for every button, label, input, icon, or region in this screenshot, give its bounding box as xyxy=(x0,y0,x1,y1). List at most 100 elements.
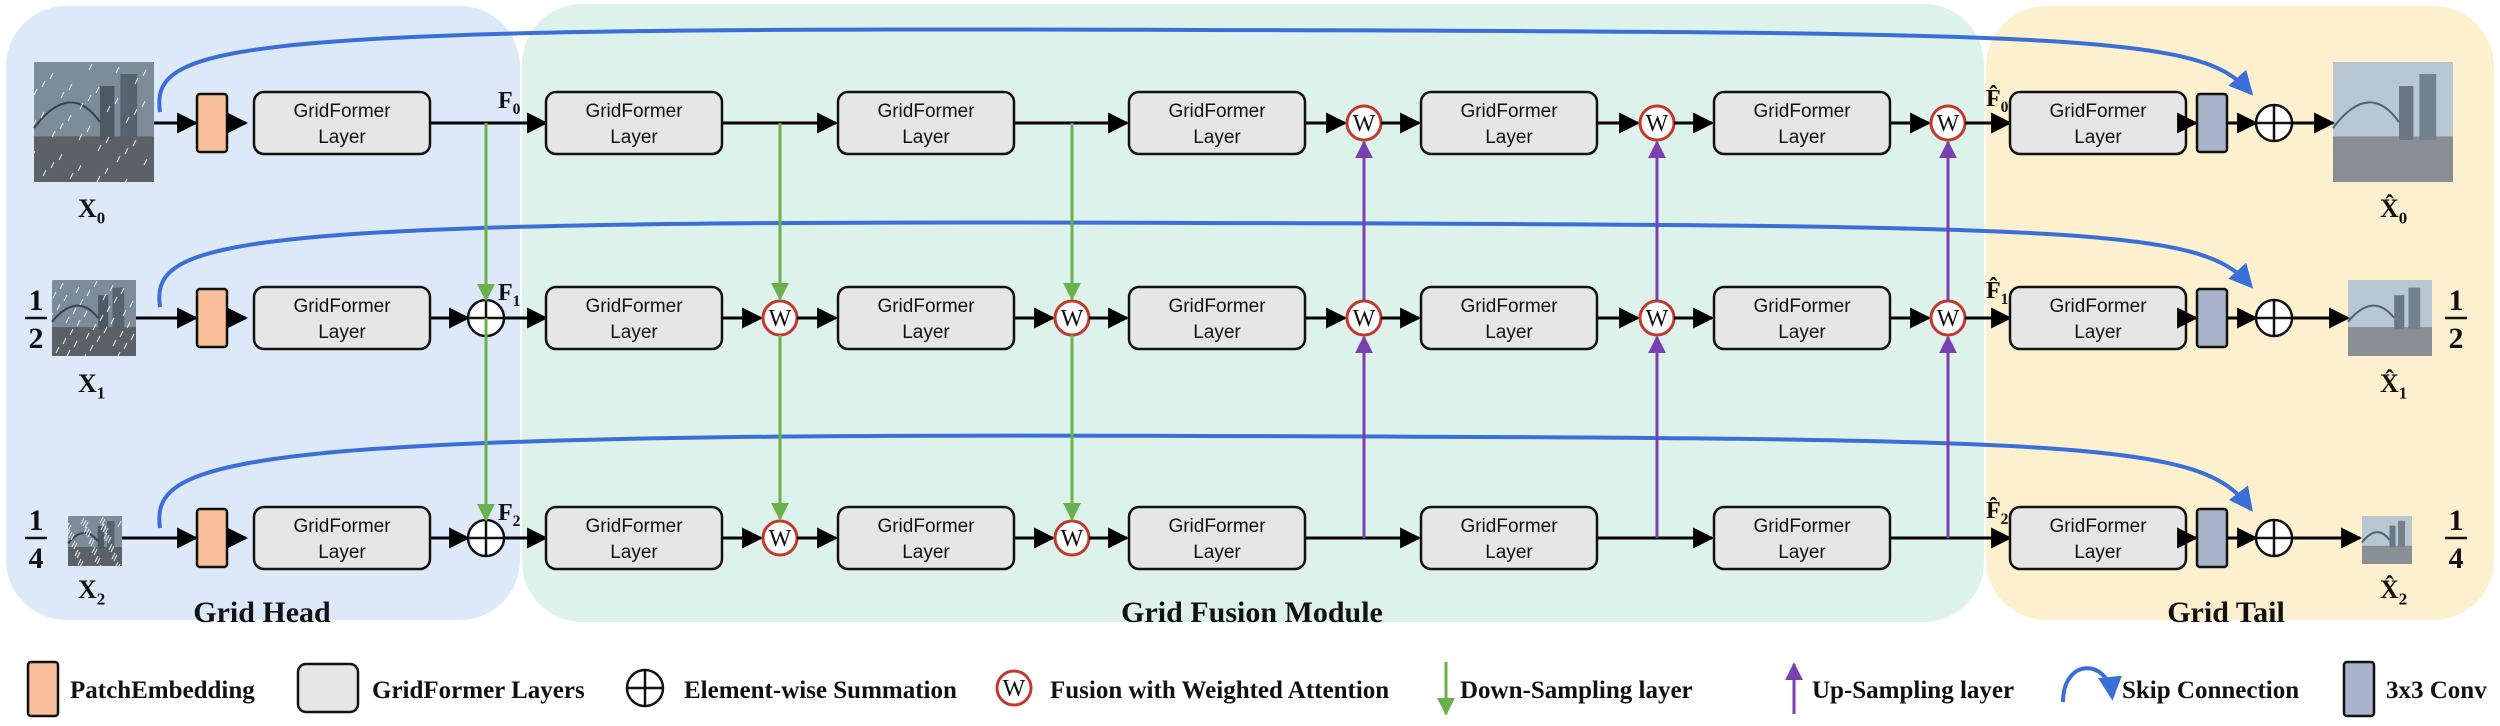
input-image-x2-bridge xyxy=(67,531,99,545)
head-layer-2-line2: Layer xyxy=(318,542,366,563)
input-image-x1-rain xyxy=(72,307,77,315)
input-image-x0-rain xyxy=(60,91,65,99)
tail-sum-1 xyxy=(2254,298,2294,338)
input-image-x1-bridge xyxy=(51,304,99,323)
scale-half-left-den: 2 xyxy=(29,322,44,355)
fusion-node-r0-c3-letter: W xyxy=(1646,111,1669,137)
input-image-x0-rain xyxy=(132,139,137,147)
legend-fusion-symbol-ring xyxy=(995,669,1033,707)
fusion-node-r1-c1: W xyxy=(1053,299,1091,337)
legend-conv-label: 3x3 Conv xyxy=(2386,677,2487,704)
output-image-x0-road xyxy=(2333,136,2453,182)
input-image-x1-rain xyxy=(113,296,118,304)
legend-skip-arrow xyxy=(2061,666,2122,703)
label-fhat0: F̂0 xyxy=(1986,85,2009,116)
input-image-x1-rain xyxy=(126,321,131,329)
label-x1-base: X xyxy=(78,369,97,398)
input-image-x1-rain xyxy=(93,280,98,288)
input-image-x0-rain xyxy=(114,97,119,105)
input-image-x2-rain xyxy=(100,523,105,531)
label-f2-base: F xyxy=(498,500,513,526)
fusion-layer-r1-c0-line1: GridFormer xyxy=(585,296,683,317)
fusion-layer-r0-c4-line1: GridFormer xyxy=(1753,101,1851,122)
scale-quarter-right: 14 xyxy=(2445,504,2467,575)
input-image-x1-rain xyxy=(56,303,61,311)
input-image-x2-rain xyxy=(114,561,119,569)
input-image-x0-rain xyxy=(95,86,100,94)
fusion-layer-r1-c2-line1: GridFormer xyxy=(1168,296,1266,317)
fusion-layer-r0-c1-line1: GridFormer xyxy=(877,101,975,122)
head-layer-1-line1: GridFormer xyxy=(293,296,391,317)
legend-skip-label: Skip Connection xyxy=(2122,677,2299,704)
legend-fusion-symbol: W xyxy=(995,669,1033,707)
input-image-x1-rain xyxy=(82,353,87,361)
input-image-x0-road xyxy=(34,136,154,182)
label-x0-base: X xyxy=(78,194,97,223)
scale-half-right-den: 2 xyxy=(2449,322,2464,355)
input-image-x0-rain xyxy=(134,77,139,85)
label-fhat0-base: F̂ xyxy=(1986,85,2001,112)
input-image-x2-rain xyxy=(79,560,84,568)
input-image-x0-rain xyxy=(58,153,63,161)
input-image-x0-rain xyxy=(68,83,73,91)
input-image-x0-rain xyxy=(123,178,128,186)
label-x1: X1 xyxy=(78,369,105,403)
input-image-x2-rain xyxy=(97,564,102,572)
input-image-x0-building2 xyxy=(120,74,138,140)
label-fhat1: F̂1 xyxy=(1986,277,2008,308)
label-f1-base: F xyxy=(498,280,513,306)
input-image-x0-rain xyxy=(104,167,109,175)
input-image-x0-building1 xyxy=(100,86,115,140)
fusion-layer-r1-c1-line1: GridFormer xyxy=(877,296,975,317)
scale-half-right: 12 xyxy=(2445,284,2467,355)
legend-sum-symbol xyxy=(625,668,665,708)
input-image-x2-rain xyxy=(74,549,79,557)
input-image-x2-rain xyxy=(96,557,101,565)
input-image-x2-rain xyxy=(88,537,93,545)
input-image-x0-rain xyxy=(88,63,93,71)
label-f2: F2 xyxy=(498,500,521,530)
fusion-node-r0-c4-letter: W xyxy=(1937,111,1960,137)
input-image-x1-rain xyxy=(76,319,81,327)
input-image-x0-rain xyxy=(33,88,38,96)
output-image-x2 xyxy=(2361,516,2412,564)
head-layer-0-line2: Layer xyxy=(318,127,366,148)
input-image-x2-rain xyxy=(64,515,69,523)
input-image-x2-rain xyxy=(66,529,71,537)
input-image-x0-rain xyxy=(50,161,55,169)
input-image-x1-rain xyxy=(96,335,101,343)
label-x1-sub: 1 xyxy=(97,384,105,403)
input-image-x2-rain xyxy=(70,533,75,541)
scale-quarter-right-num: 1 xyxy=(2449,504,2464,537)
input-image-x2-rain xyxy=(111,552,116,560)
label-y1: X̂1 xyxy=(2380,369,2407,403)
input-image-x2-rain xyxy=(117,520,122,528)
label-y1-base: X̂ xyxy=(2380,369,2399,398)
scale-quarter-right-den: 4 xyxy=(2449,542,2464,575)
input-image-x0-rain xyxy=(31,150,36,158)
fusion-layer-r2-c4-line1: GridFormer xyxy=(1753,516,1851,537)
label-y1-sub: 1 xyxy=(2399,384,2407,403)
input-image-x0-rain xyxy=(116,155,121,163)
fusion-layer-r2-c1-line1: GridFormer xyxy=(877,516,975,537)
tail-layer-2-line2: Layer xyxy=(2074,542,2122,563)
input-image-x1-rain xyxy=(123,342,128,350)
fusion-layer-r1-c4-line2: Layer xyxy=(1778,322,1826,343)
fusion-node-r2-c0-letter: W xyxy=(769,526,792,552)
output-image-x1-bridge xyxy=(2347,304,2395,323)
input-image-x1-rain xyxy=(103,326,108,334)
input-image-x2-rain xyxy=(108,543,113,551)
input-image-x1-rain xyxy=(119,330,124,338)
input-image-x0-rain xyxy=(115,66,120,74)
input-image-x2-rain xyxy=(103,532,108,540)
input-image-x2-rain xyxy=(107,536,112,544)
skip-connection-1 xyxy=(157,220,2254,308)
input-image-x0-rain xyxy=(69,172,74,180)
input-image-x1-rain xyxy=(86,289,91,297)
